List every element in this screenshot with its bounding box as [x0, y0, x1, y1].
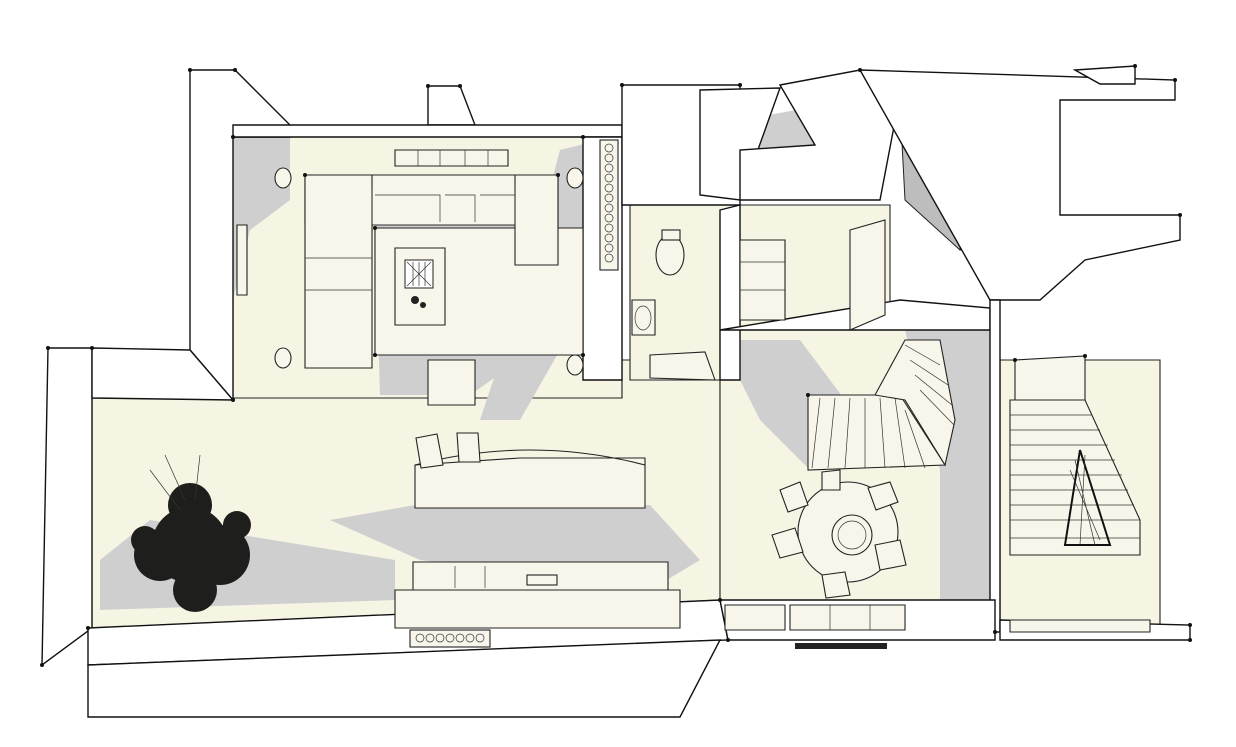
dining — [771, 469, 907, 599]
sofa-side-left — [304, 174, 373, 369]
kitchen-island — [414, 457, 646, 509]
wall-west-tower — [41, 347, 93, 667]
wall-bath-east — [719, 204, 741, 381]
vertex-markers — [40, 64, 1192, 667]
sink-icon — [526, 574, 558, 586]
kitchen — [394, 432, 681, 648]
dining-chair-e — [874, 539, 907, 571]
vase-icon — [411, 296, 419, 304]
closet — [739, 219, 886, 331]
south-window-1 — [724, 604, 786, 631]
column-lamp-ne — [566, 167, 584, 189]
column-lamp-nw — [274, 167, 292, 189]
radiator — [599, 139, 619, 271]
wall-corner-tower — [1072, 65, 1136, 85]
wall-dining-east — [989, 299, 1001, 633]
sofa-side-right — [514, 174, 559, 266]
windows — [724, 604, 1151, 649]
stair-window — [1009, 619, 1151, 633]
tray-pattern — [406, 261, 432, 287]
north-window — [394, 149, 509, 167]
living-room — [236, 139, 619, 406]
bar-stool-1 — [415, 433, 444, 469]
wall-north-chimney — [427, 85, 477, 126]
dining-chair-n — [821, 469, 841, 491]
dining-chair-ne — [867, 481, 899, 511]
column-lamp-sw — [274, 347, 292, 369]
spiral-staircase — [807, 339, 956, 471]
south-window-2 — [789, 604, 906, 631]
dining-chair-s — [821, 571, 851, 599]
wall-north — [232, 124, 623, 138]
west-window — [236, 224, 248, 296]
closet-bench — [849, 219, 886, 331]
south-radiator — [409, 629, 491, 648]
dining-chairs — [771, 469, 907, 599]
potted-plant — [131, 454, 251, 612]
shadow-living-wall — [233, 128, 290, 300]
island-curve — [414, 449, 646, 466]
plant-fronds — [149, 454, 201, 511]
bathroom — [631, 229, 716, 381]
basin-bowl-icon — [634, 305, 652, 331]
south-radiator-fins — [415, 633, 485, 643]
stair-railing — [1063, 449, 1112, 546]
straight-staircase — [1009, 355, 1141, 556]
toilet-icon — [655, 234, 685, 276]
dining-chair-sw — [771, 527, 804, 559]
threshold — [795, 643, 887, 649]
stair-top-ledge — [1014, 355, 1086, 401]
radiator-fins — [604, 143, 614, 263]
dining-chair-nw — [779, 481, 809, 513]
wall-south-extension — [87, 639, 722, 718]
vase-icon-2 — [420, 302, 426, 308]
kitchen-counter — [394, 589, 681, 629]
closet-shelves — [739, 239, 786, 321]
stair-treads — [811, 397, 926, 469]
column-lamp-se — [566, 354, 584, 376]
bath-door — [649, 351, 716, 381]
bar-stool-2 — [456, 432, 481, 463]
side-table — [427, 359, 476, 406]
stair-spiral — [874, 339, 956, 467]
toilet-tank — [661, 229, 681, 241]
